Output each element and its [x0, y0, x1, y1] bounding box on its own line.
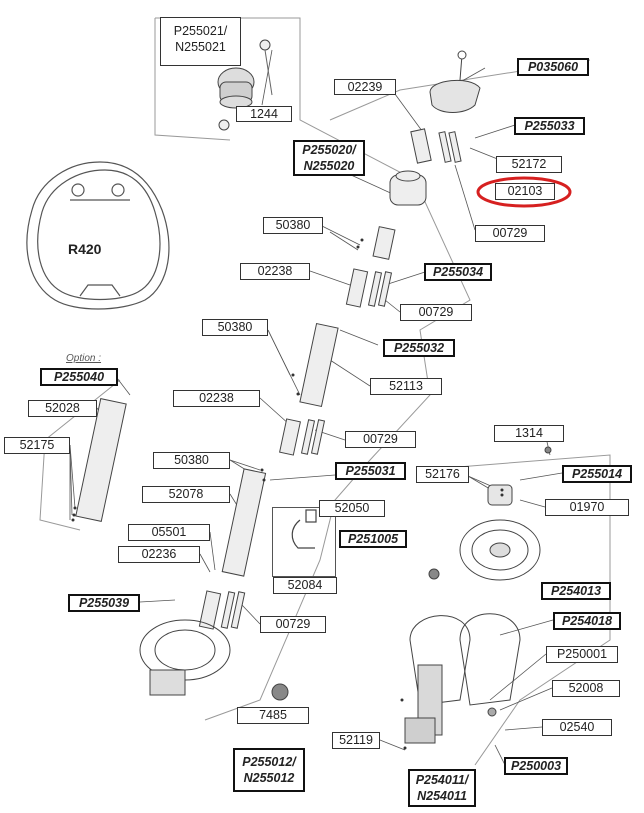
- label-p035060: P035060: [517, 58, 589, 76]
- label-02238-a: 02238: [240, 263, 310, 280]
- part-group-frame: [272, 507, 336, 577]
- label-50380-c: 50380: [153, 452, 230, 469]
- label-52176: 52176: [416, 466, 469, 483]
- label-52078: 52078: [142, 486, 230, 503]
- label-52028: 52028: [28, 400, 97, 417]
- label-p255033: P255033: [514, 117, 585, 135]
- label-01970: 01970: [545, 499, 629, 516]
- label-52008: 52008: [552, 680, 620, 697]
- label-02540: 02540: [542, 719, 612, 736]
- label-p254018: P254018: [553, 612, 621, 630]
- cap-drawing: [429, 50, 481, 113]
- label-52050: 52050: [319, 500, 385, 517]
- label-52084: 52084: [273, 577, 337, 594]
- label-p255040: P255040: [40, 368, 118, 386]
- r420-profile-label: R420: [68, 241, 102, 257]
- label-52175: 52175: [4, 437, 70, 454]
- label-p251005: P251005: [339, 530, 407, 548]
- label-1314: 1314: [494, 425, 564, 442]
- label-p254013: P254013: [541, 582, 611, 600]
- label-52113: 52113: [370, 378, 442, 395]
- label-52172: 52172: [496, 156, 562, 173]
- label-p255012: P255012/N255012: [233, 748, 305, 792]
- label-02238-b: 02238: [173, 390, 260, 407]
- label-p255034: P255034: [424, 263, 492, 281]
- label-00729-d: 00729: [260, 616, 326, 633]
- label-p255014: P255014: [562, 465, 632, 483]
- label-p255031: P255031: [335, 462, 406, 480]
- reel-drawings: [139, 446, 552, 744]
- label-50380-a: 50380: [263, 217, 323, 234]
- label-p255032: P255032: [383, 339, 455, 357]
- label-p254011: P254011/N254011: [408, 769, 476, 807]
- r420-profile-drawing: [26, 161, 170, 310]
- label-02236: 02236: [118, 546, 200, 563]
- label-p255021: P255021/N255021: [160, 17, 241, 66]
- label-1244: 1244: [236, 106, 292, 122]
- option-note: Option :: [66, 353, 102, 364]
- tube-parts-drawing: [75, 128, 462, 630]
- label-02103: 02103: [495, 183, 555, 200]
- motor-head-drawing: [217, 39, 273, 131]
- label-52119: 52119: [332, 732, 380, 749]
- label-p255020: P255020/N255020: [293, 140, 365, 176]
- label-00729-b: 00729: [400, 304, 472, 321]
- label-p255039: P255039: [68, 594, 140, 612]
- label-00729-c: 00729: [345, 431, 416, 448]
- label-02239: 02239: [334, 79, 396, 95]
- label-50380-b: 50380: [202, 319, 268, 336]
- highlight-ellipse: [476, 176, 572, 208]
- label-p250001: P250001: [546, 646, 618, 663]
- wire-parts-drawing: [291, 509, 317, 549]
- label-05501: 05501: [128, 524, 210, 541]
- label-p250003: P250003: [504, 757, 568, 775]
- label-7485: 7485: [237, 707, 309, 724]
- label-00729-a: 00729: [475, 225, 545, 242]
